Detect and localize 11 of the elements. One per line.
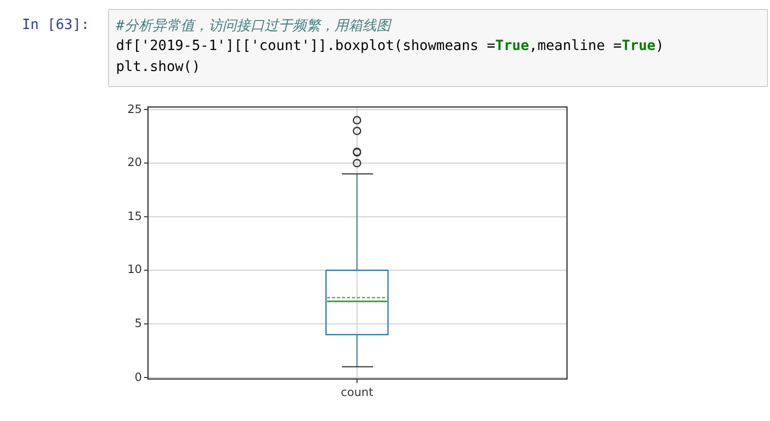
x-tick-label: count xyxy=(340,385,374,399)
code-line: df['2019-5-1'][['count']].boxplot(showmeans =True,meanline =True) xyxy=(116,38,664,54)
y-tick-label: 15 xyxy=(127,208,142,223)
y-tick-label: 0 xyxy=(134,370,142,384)
y-tick-label: 25 xyxy=(127,102,142,116)
y-tick-label: 10 xyxy=(127,262,142,276)
y-tick-label: 20 xyxy=(127,155,142,170)
cell-prompt: In [63]: xyxy=(22,17,90,33)
code-comment: #分析异常值，访问接口过于频繁，用箱线图 xyxy=(116,17,390,35)
code-line: plt.show() xyxy=(116,59,200,75)
y-tick-label: 5 xyxy=(134,316,142,330)
